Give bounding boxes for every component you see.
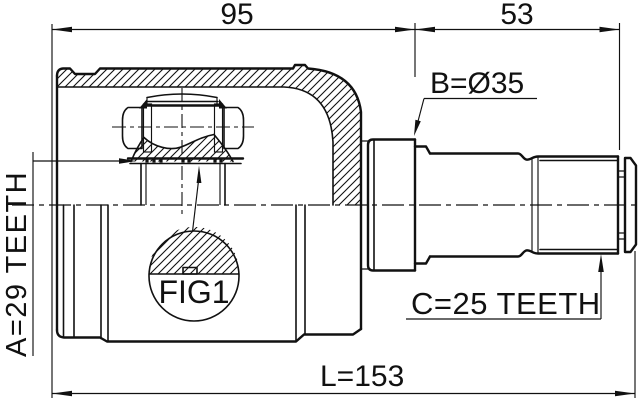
dim-95-label: 95	[220, 0, 253, 31]
stub-shaft-inner-edges	[145, 163, 221, 205]
fig1-leader-arrow	[196, 165, 202, 183]
dim-length-label: L=153	[320, 360, 404, 393]
boot-collar-outline	[366, 138, 417, 272]
roller-barrel-right	[223, 106, 245, 150]
housing-wall-section-hatch	[57, 65, 361, 205]
fig1-label: FIG1	[158, 274, 229, 310]
roller-cap-dome	[146, 93, 218, 99]
shaft-tip-cap	[623, 156, 638, 254]
shaft-bottom-profile	[428, 249, 620, 258]
trunnion-section-hatch	[131, 134, 233, 162]
shaft-step	[413, 145, 432, 265]
dim-95-arrow-right	[395, 26, 415, 33]
spline-relief-edges	[531, 156, 539, 254]
dim-95-arrow-left	[52, 26, 72, 33]
dim-length-arrow-right	[615, 390, 635, 397]
diameter-b-label: B=Ø35	[430, 67, 524, 100]
dim-53-label: 53	[500, 0, 533, 31]
shaft	[361, 138, 638, 272]
diameter-b-arrow	[414, 119, 421, 136]
dim-length-arrow-left	[52, 390, 72, 397]
housing	[55, 63, 363, 343]
break-wave-line	[143, 133, 215, 150]
shaft-top-profile	[428, 152, 620, 161]
dim-53-arrow-right	[599, 26, 620, 33]
dimensions: 95 53 L=153	[51, 0, 636, 398]
fig1-detail: FIG1	[148, 165, 240, 322]
annotations: A=29 TEETH B=Ø35 C=25 TEETH	[1, 67, 604, 357]
tripod-roller-assembly	[121, 93, 245, 206]
housing-inner-wall	[56, 86, 334, 206]
spline-c-arrow	[598, 254, 604, 272]
roller-barrel-left	[121, 106, 143, 150]
fig1-leader-line	[191, 179, 200, 232]
collar-connectors	[361, 140, 368, 270]
housing-outer-profile	[55, 63, 363, 331]
tip-cap-tabs	[618, 170, 625, 240]
dim-53-arrow-left	[415, 26, 435, 33]
housing-bottom-profile	[55, 327, 363, 343]
stub-shaft-outer-edges	[140, 162, 226, 206]
spline-minor-diameter-lines	[539, 159, 619, 251]
spline-a-arrow	[119, 158, 136, 164]
fig1-section-hatch	[149, 226, 240, 274]
spline-teeth-dots	[145, 159, 223, 163]
spline-c-label: C=25 TEETH	[411, 286, 601, 321]
spline-a-label: A=29 TEETH	[1, 171, 33, 357]
